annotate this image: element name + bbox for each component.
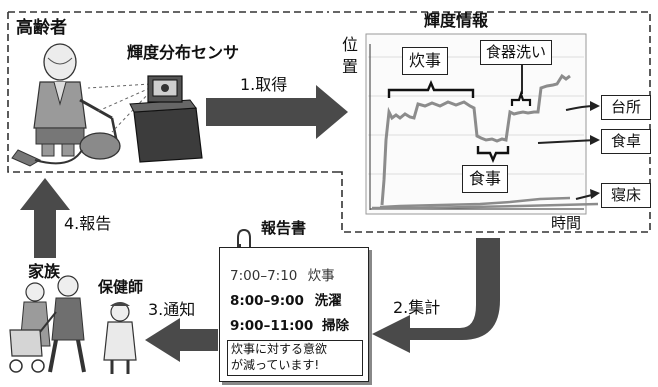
elderly-label: 高齢者 [16, 18, 67, 38]
signal-trace-main [380, 73, 571, 206]
bracket-dishwashing [510, 90, 532, 106]
arrow-step1 [206, 85, 348, 139]
room-kitchen: 台所 [601, 95, 651, 120]
nurse-illustration [103, 302, 137, 374]
annotation-dishwashing: 食器洗い [480, 40, 553, 65]
room-bedroom: 寝床 [601, 183, 651, 208]
chart-y-label: 位 置 [342, 35, 359, 76]
report-row-activity: 掃除 [322, 318, 350, 334]
report-row: 8:00–9:00 洗濯 [230, 289, 342, 309]
report-row-time: 8:00–9:00 [230, 293, 304, 309]
room-pointer-heads [590, 101, 600, 199]
annotation-cooking: 炊事 [402, 47, 449, 75]
report-row-activity: 炊事 [307, 268, 335, 284]
sensor-device-illustration [129, 75, 203, 163]
arrow-step4 [20, 178, 70, 258]
signal-trace-dining [379, 196, 571, 209]
family-label: 家族 [28, 262, 61, 281]
report-row: 9:00–11:00 掃除 [230, 314, 349, 334]
family-illustration [9, 275, 86, 373]
step4-label: 4.報告 [64, 214, 112, 233]
chart-x-label: 時間 [551, 214, 582, 232]
step3-label: 3.通知 [148, 300, 196, 319]
report-row: 7:00–7:10 炊事 [230, 264, 335, 284]
elderly-person-illustration [33, 43, 120, 157]
report-row-time: 7:00–7:10 [230, 268, 298, 284]
sensor-label: 輝度分布センサ [127, 43, 240, 62]
arrow-step3 [145, 318, 218, 362]
nurse-label: 保健師 [98, 278, 144, 296]
vacuum-cleaner-illustration [11, 132, 121, 167]
chart-title: 輝度情報 [424, 11, 489, 30]
step2-label: 2.集計 [393, 298, 441, 317]
home-frame [7, 11, 651, 233]
signal-trace-bedroom [372, 202, 599, 210]
report-row-time: 9:00–11:00 [230, 318, 314, 334]
arrow-step2 [372, 238, 500, 353]
room-dining: 食卓 [601, 129, 651, 154]
bracket-eating [476, 146, 510, 164]
report-document: 7:00–7:10 炊事 8:00–9:00 洗濯 9:00–11:00 掃除 … [219, 247, 369, 382]
report-row-activity: 洗濯 [314, 293, 342, 309]
report-message: 炊事に対する意欲 が減っています! [227, 340, 363, 376]
sensor-view-lines [87, 83, 151, 133]
annotation-eating: 食事 [462, 165, 509, 193]
step1-label: 1.取得 [240, 75, 288, 94]
report-title: 報告書 [261, 219, 307, 237]
bracket-cooking [387, 79, 475, 98]
